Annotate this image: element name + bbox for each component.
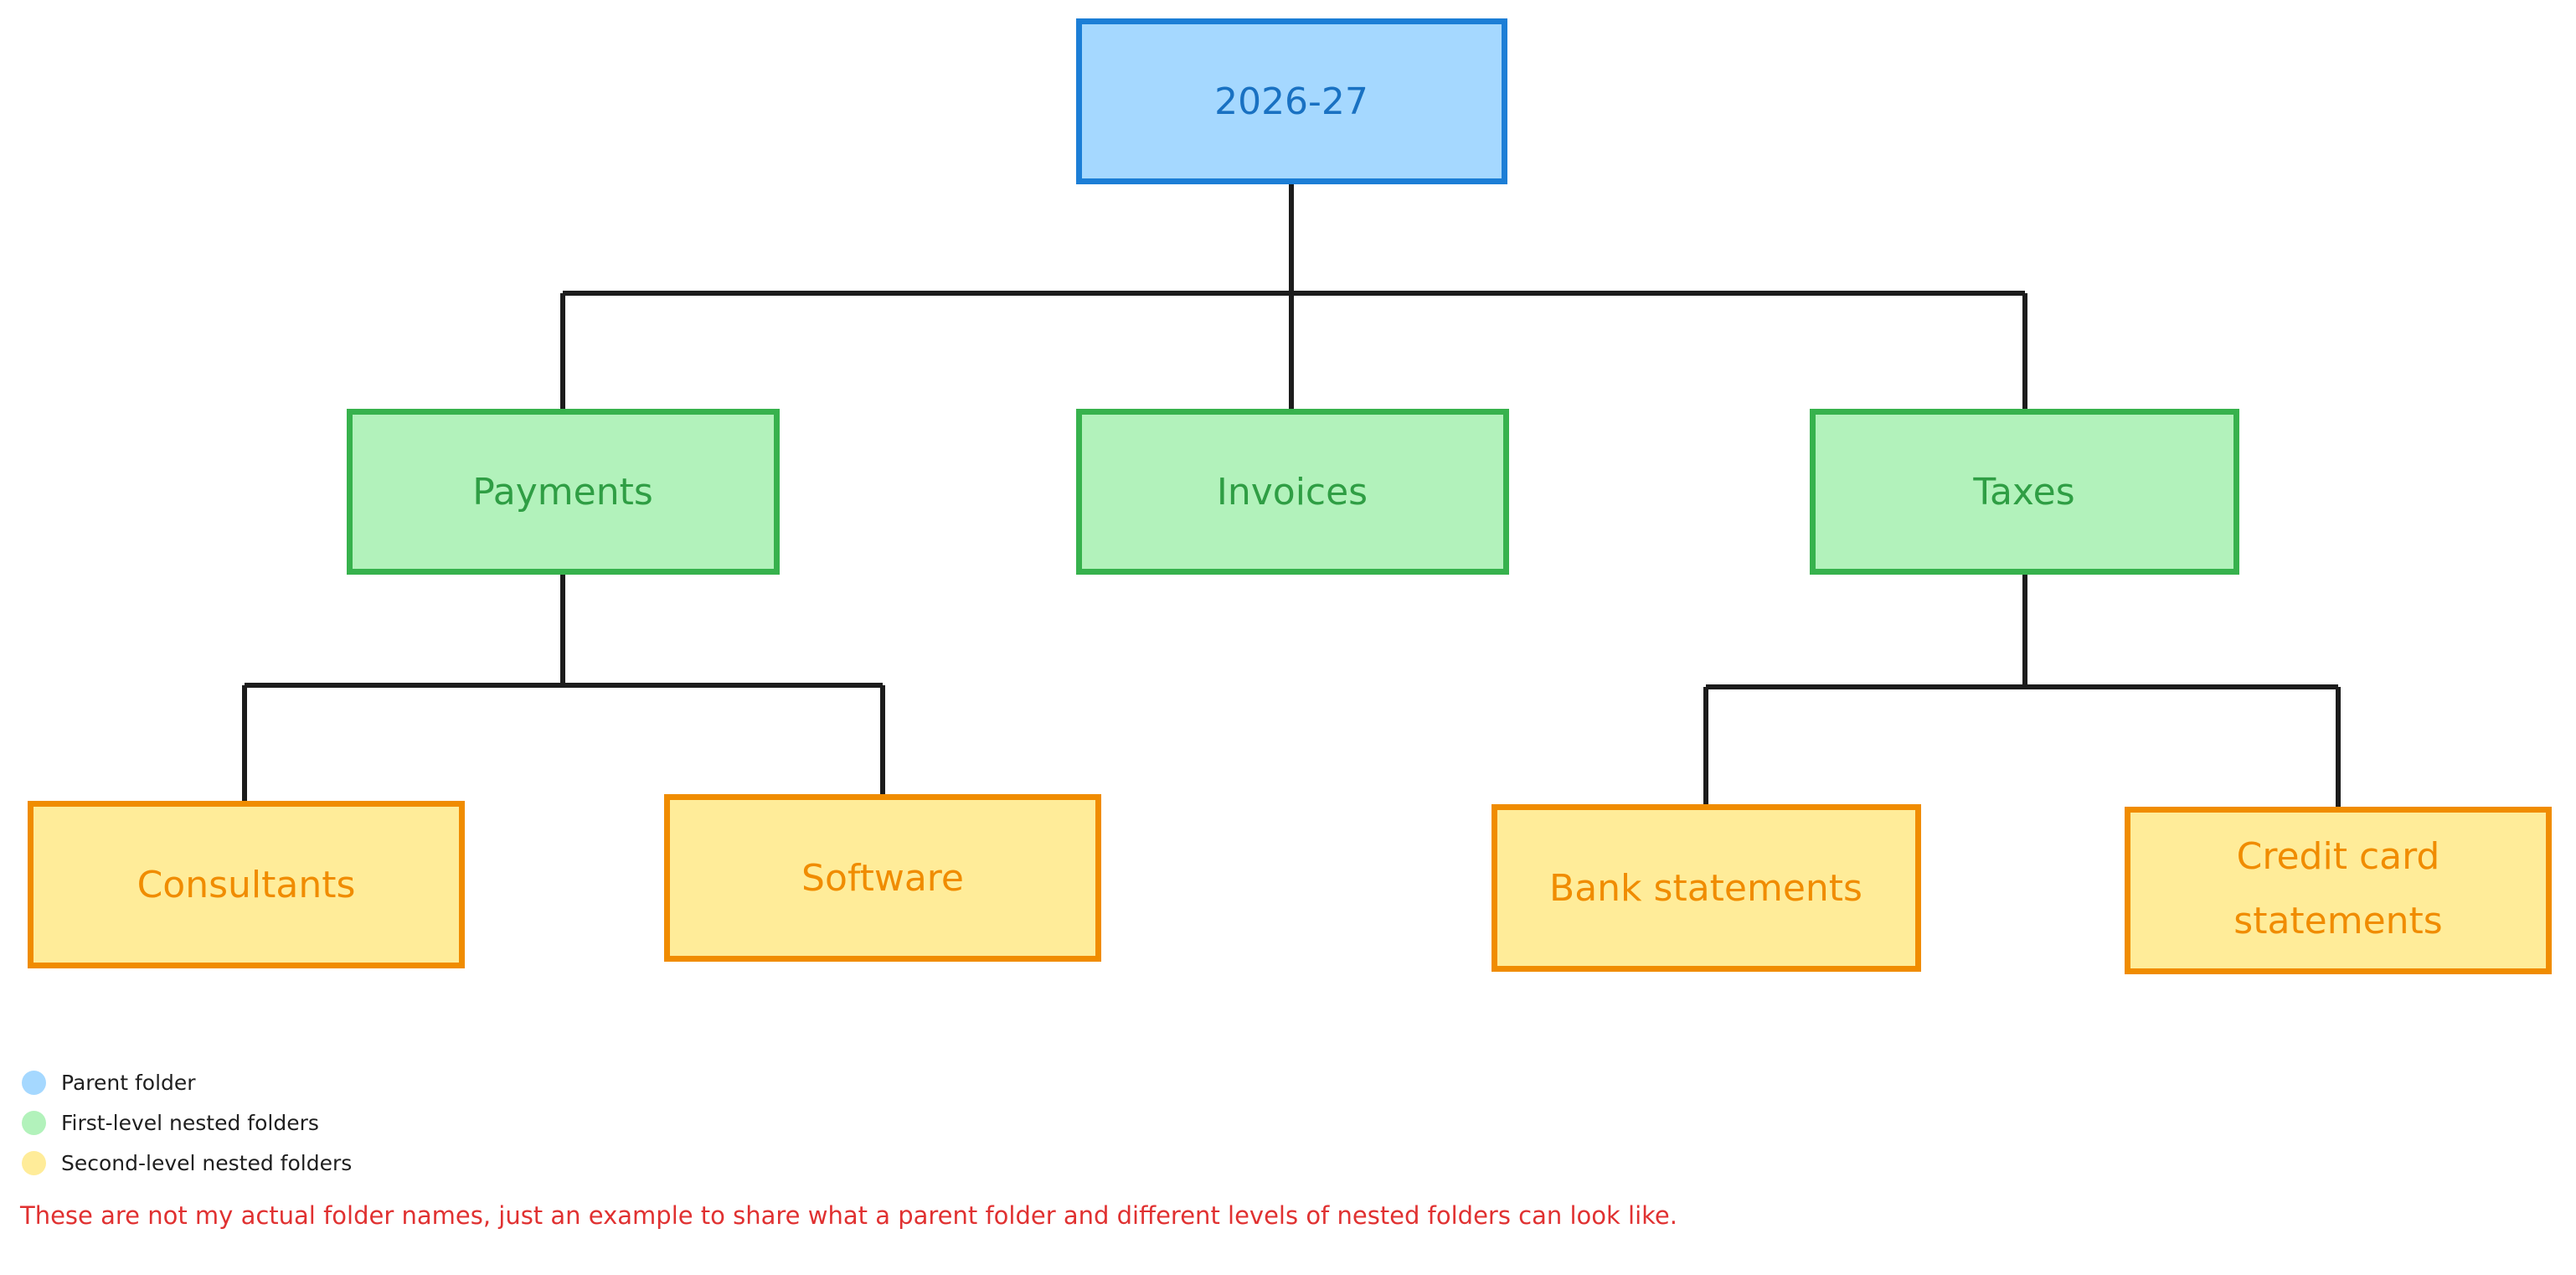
node-taxes-label: Taxes — [1972, 471, 2074, 514]
node-consultants[interactable]: Consultants — [28, 801, 465, 968]
node-software[interactable]: Software — [664, 794, 1101, 962]
node-credit-card-statements-label-line1: Credit card — [2237, 835, 2440, 878]
legend-label-first-level: First-level nested folders — [61, 1110, 319, 1135]
node-consultants-box[interactable] — [28, 801, 465, 968]
node-credit-card-statements-box[interactable] — [2125, 807, 2552, 974]
legend: Parent folder First-level nested folders… — [22, 1062, 352, 1183]
legend-swatch-first-level — [22, 1110, 46, 1135]
node-software-label: Software — [801, 857, 964, 900]
node-taxes-box[interactable] — [1810, 409, 2239, 575]
node-root[interactable]: 2026-27 — [1076, 18, 1507, 184]
node-bank-statements-box[interactable] — [1492, 804, 1921, 972]
folder-tree-diagram: 2026-27 Payments Invoices Taxes Consulta… — [28, 18, 2552, 974]
node-credit-card-statements[interactable]: Credit card statements — [2125, 807, 2552, 974]
node-credit-card-statements-label-line2: statements — [2233, 900, 2442, 942]
legend-label-parent-folder: Parent folder — [61, 1070, 196, 1095]
disclaimer-caption: These are not my actual folder names, ju… — [20, 1201, 1677, 1230]
legend-swatch-parent-folder — [22, 1070, 46, 1095]
node-root-box[interactable] — [1076, 18, 1507, 184]
node-payments[interactable]: Payments — [347, 409, 780, 575]
node-root-label: 2026-27 — [1214, 80, 1368, 123]
node-invoices-box[interactable] — [1076, 409, 1509, 575]
node-bank-statements[interactable]: Bank statements — [1492, 804, 1921, 972]
legend-swatch-second-level — [22, 1150, 46, 1175]
node-consultants-label: Consultants — [137, 864, 356, 906]
legend-item-parent-folder: Parent folder — [22, 1062, 352, 1102]
node-software-box[interactable] — [664, 794, 1101, 962]
legend-item-first-level: First-level nested folders — [22, 1102, 352, 1143]
node-payments-label: Payments — [472, 471, 653, 514]
node-invoices-label: Invoices — [1217, 471, 1368, 514]
node-bank-statements-label: Bank statements — [1549, 867, 1862, 910]
connector-group-payments — [242, 575, 885, 803]
legend-label-second-level: Second-level nested folders — [61, 1150, 353, 1175]
node-payments-box[interactable] — [347, 409, 780, 575]
connector-group-root — [560, 184, 2027, 409]
node-taxes[interactable]: Taxes — [1810, 409, 2239, 575]
legend-item-second-level: Second-level nested folders — [22, 1143, 352, 1183]
connector-group-taxes — [1703, 575, 2341, 808]
node-invoices[interactable]: Invoices — [1076, 409, 1509, 575]
